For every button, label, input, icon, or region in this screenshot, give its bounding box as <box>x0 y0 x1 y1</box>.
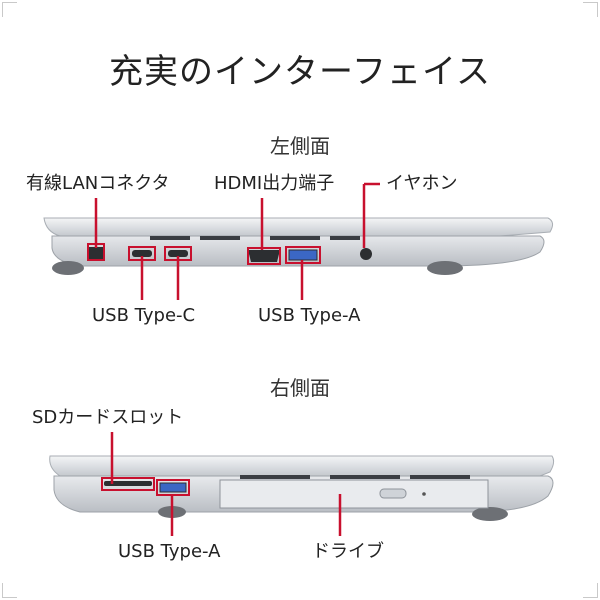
eject-button-icon <box>379 488 407 499</box>
lan-port-icon <box>88 247 104 261</box>
frame-corner-bottom-right <box>583 583 598 598</box>
label-usb-type-a-left: USB Type-A <box>258 305 361 326</box>
hdmi-port-icon <box>248 250 280 262</box>
label-earphone: イヤホン <box>386 173 458 194</box>
frame-corner-top-right <box>583 2 598 17</box>
frame-corner-top-left <box>2 2 17 17</box>
page-title: 充実のインターフェイス <box>109 52 491 92</box>
label-drive: ドライブ <box>312 541 384 562</box>
frame-corner-bottom-left <box>2 583 17 598</box>
earphone-jack-icon <box>360 248 372 260</box>
left-side-heading: 左側面 <box>270 134 330 158</box>
label-sd-card-slot: SDカードスロット <box>32 407 184 428</box>
label-hdmi-output: HDMI出力端子 <box>214 173 335 194</box>
label-usb-type-c: USB Type-C <box>92 305 196 326</box>
optical-drive-tray <box>219 479 489 509</box>
usb-c-port-2-icon <box>168 250 188 257</box>
label-usb-type-a-right: USB Type-A <box>118 541 221 562</box>
usb-a-port-right-icon <box>159 482 187 493</box>
right-side-heading: 右側面 <box>270 376 330 400</box>
label-lan-connector: 有線LANコネクタ <box>26 173 170 194</box>
usb-c-port-1-icon <box>132 250 152 257</box>
sd-slot-icon <box>104 481 152 486</box>
